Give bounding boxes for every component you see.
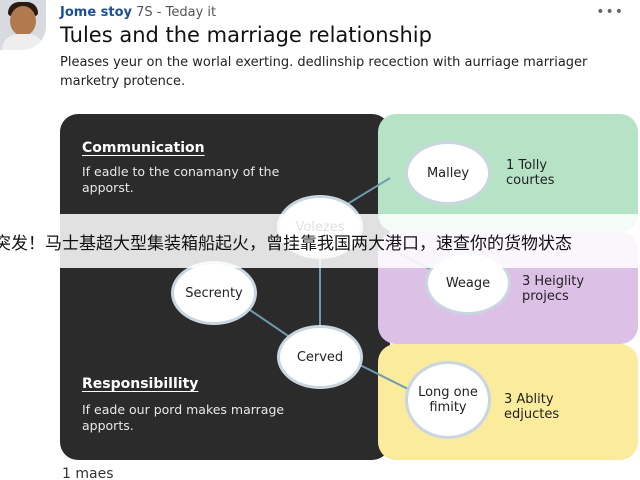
responsibility-description: If eade our pord makes marrage apports. [82,402,285,433]
node-bottom: Cerved [280,328,360,386]
post-body: Pleases yeur on the worlal exerting. ded… [60,55,588,89]
card-1-text: 1 Tolly courtes [506,158,555,188]
card-3-text: 3 Ablity edjuctes [504,392,560,422]
card-2-text: 3 Heiglity projecs [522,274,585,304]
news-banner-text[interactable]: 突发！马士基超大型集装箱船起火，曾挂靠我国两大港口，速查你的货物状态 [0,234,572,254]
responsibility-title: Responsibillity [82,376,199,392]
more-options-icon[interactable]: ••• [596,4,624,20]
author-name[interactable]: Jome stoy [60,5,133,20]
post-footer-count[interactable]: 1 maes [62,466,114,480]
post-meta: 7S - Teday it [136,5,217,20]
author-avatar[interactable] [0,0,46,50]
avatar-shirt [2,34,44,50]
post-title: Tules and the marriage relationship [60,23,432,47]
node-left: Secrenty [174,264,254,322]
avatar-face [10,6,36,36]
communication-description: If eadle to the conamany of the apporst. [82,164,280,195]
communication-title: Communication [82,140,205,156]
news-banner[interactable]: 突发！马士基超大型集装箱船起火，曾挂靠我国两大港口，速查你的货物状态 [0,214,640,268]
infographic-image[interactable]: Communication If eadle to the conamany o… [60,114,638,460]
node-card-3: Long one fimity [408,364,488,436]
node-card-1: Malley [408,144,488,202]
post-author-line: Jome stoy 7S - Teday it [60,5,216,20]
